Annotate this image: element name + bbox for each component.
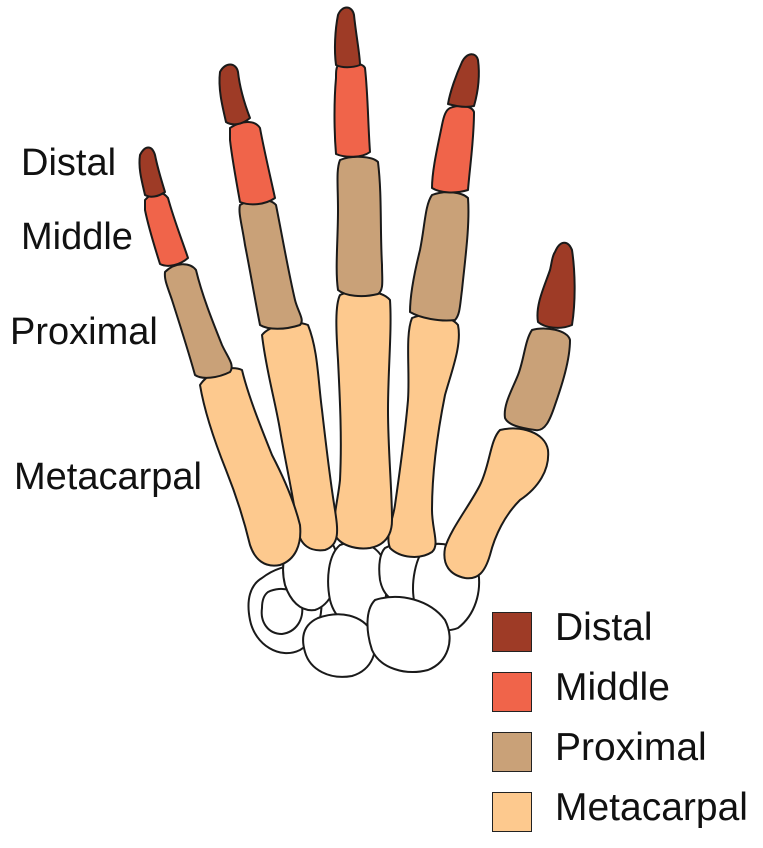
thumb-distal bbox=[537, 243, 574, 328]
ring-proximal bbox=[239, 200, 301, 329]
thumb-metacarpal bbox=[444, 428, 548, 578]
index-metacarpal bbox=[388, 315, 459, 557]
little-distal bbox=[139, 148, 165, 197]
middle-finger bbox=[334, 8, 392, 549]
thumb bbox=[444, 243, 574, 579]
middle-proximal bbox=[337, 157, 383, 296]
index-finger bbox=[388, 54, 478, 557]
little-middle bbox=[145, 193, 188, 266]
carpal-bone bbox=[303, 614, 375, 677]
little-proximal bbox=[165, 264, 232, 378]
label-middle: Middle bbox=[21, 218, 133, 256]
label-metacarpal: Metacarpal bbox=[14, 458, 202, 496]
middle-metacarpal bbox=[334, 291, 392, 549]
legend-swatch-metacarpal bbox=[492, 792, 532, 832]
ring-middle bbox=[230, 122, 275, 204]
legend-label-metacarpal: Metacarpal bbox=[555, 788, 748, 827]
legend-swatch-middle bbox=[492, 672, 532, 712]
ring-distal bbox=[219, 65, 250, 125]
legend-swatch-distal bbox=[492, 612, 532, 652]
legend-swatch-proximal bbox=[492, 732, 532, 772]
middle-distal bbox=[335, 8, 360, 68]
label-proximal: Proximal bbox=[10, 313, 158, 351]
index-distal bbox=[448, 54, 479, 107]
thumb-proximal bbox=[505, 328, 570, 430]
legend-label-proximal: Proximal bbox=[555, 728, 707, 767]
index-proximal bbox=[410, 192, 468, 320]
legend-label-distal: Distal bbox=[555, 608, 653, 647]
middle-middle bbox=[335, 63, 371, 157]
index-middle bbox=[432, 106, 474, 193]
legend-label-middle: Middle bbox=[555, 668, 670, 707]
label-distal: Distal bbox=[21, 144, 116, 182]
